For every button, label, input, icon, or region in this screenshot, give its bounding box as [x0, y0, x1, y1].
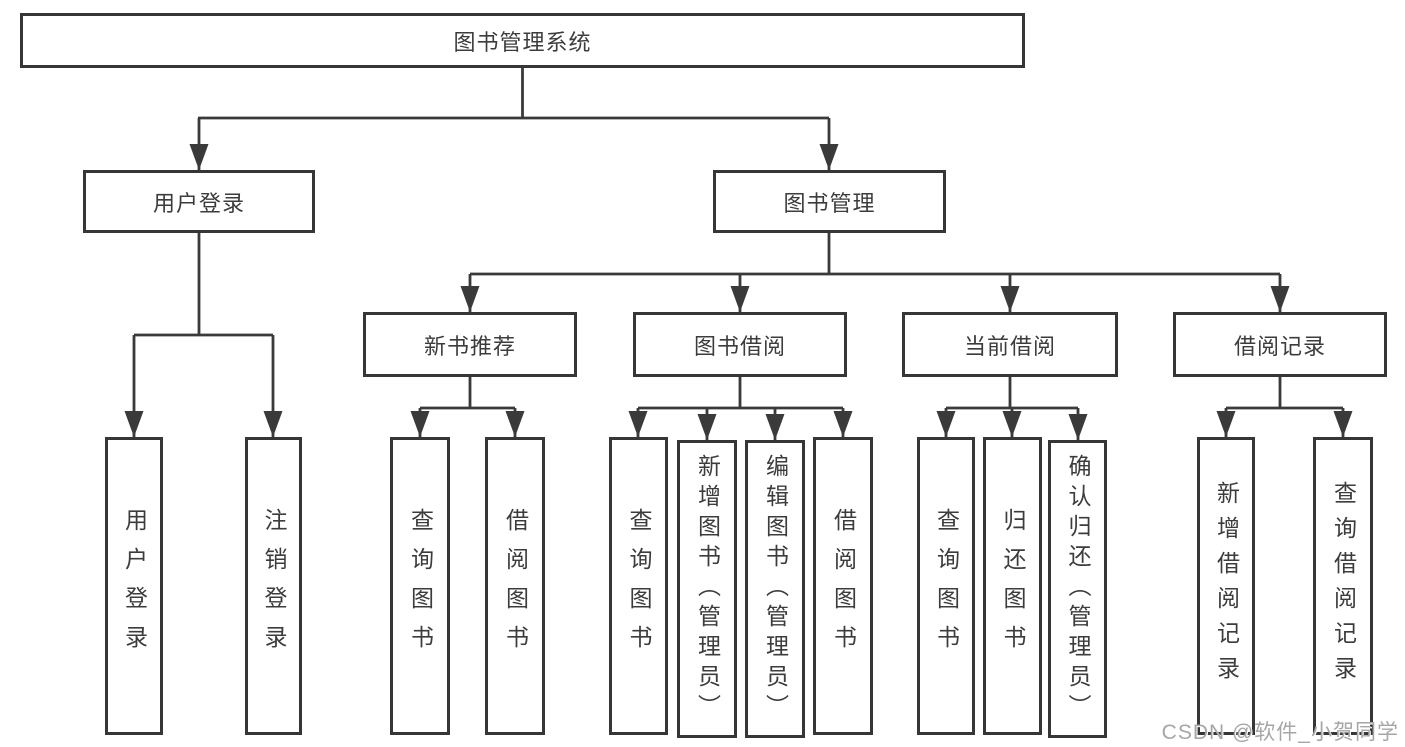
arrowheads: [124, 144, 1353, 440]
node-new-book-recommend: 新书推荐: [363, 312, 577, 377]
node-current-borrowing: 当前借阅: [902, 312, 1118, 377]
node-label: 图书管理系统: [453, 29, 592, 55]
node-label: 查询图书: [626, 508, 652, 664]
node-label: 确认归还（管理员）: [1065, 454, 1091, 724]
node-label: 图书管理: [783, 190, 876, 216]
node-return-books: 归还图书: [983, 437, 1042, 735]
node-label: 借阅图书: [830, 508, 857, 664]
node-borrow-records: 借阅记录: [1173, 312, 1387, 377]
node-confirm-return-admin: 确认归还（管理员）: [1048, 440, 1107, 738]
node-borrow-books-recommend: 借阅图书: [485, 437, 545, 735]
node-library-system: 图书管理系统: [20, 13, 1025, 68]
node-logout: 注销登录: [245, 437, 302, 735]
node-query-books-borrowing: 查询图书: [609, 437, 668, 735]
node-label: 用户登录: [121, 508, 148, 664]
node-borrow-books: 借阅图书: [813, 437, 873, 735]
node-label: 当前借阅: [963, 333, 1056, 359]
node-label: 查询借阅记录: [1330, 481, 1357, 691]
node-add-borrow-record: 新增借阅记录: [1197, 437, 1255, 735]
node-edit-book-admin: 编辑图书（管理员）: [745, 440, 805, 738]
node-add-book-admin: 新增图书（管理员）: [677, 440, 737, 738]
node-label: 借阅记录: [1233, 333, 1326, 359]
node-user-login-branch: 用户登录: [83, 170, 315, 233]
node-query-borrow-record: 查询借阅记录: [1313, 437, 1373, 735]
node-label: 查询图书: [407, 508, 434, 664]
node-label: 用户登录: [152, 190, 245, 216]
node-label: 新增图书（管理员）: [694, 454, 721, 724]
node-label: 归还图书: [1000, 508, 1026, 664]
node-query-books-current: 查询图书: [917, 437, 975, 735]
node-label: 查询图书: [933, 508, 960, 664]
node-book-management: 图书管理: [713, 170, 946, 233]
node-label: 注销登录: [261, 508, 287, 664]
node-user-login: 用户登录: [105, 437, 163, 735]
node-label: 借阅图书: [502, 508, 529, 664]
node-query-books-recommend: 查询图书: [390, 437, 450, 735]
node-label: 新书推荐: [423, 333, 516, 359]
node-book-borrowing: 图书借阅: [633, 312, 847, 377]
node-label: 编辑图书（管理员）: [762, 454, 789, 724]
watermark: CSDN @软件_小贺同学: [1161, 721, 1399, 744]
node-label: 新增借阅记录: [1213, 481, 1240, 691]
node-label: 图书借阅: [693, 333, 786, 359]
